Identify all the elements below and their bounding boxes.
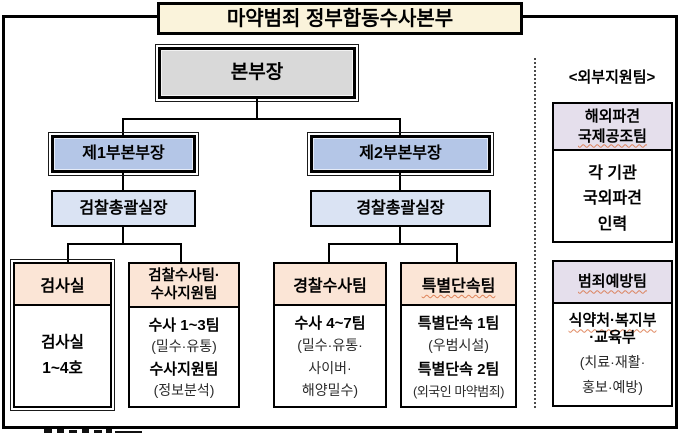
ext-body-line: 국외파견 xyxy=(583,190,642,207)
node-director2-label: 경찰총괄실장 xyxy=(356,199,445,217)
unit-police-investigation-header: 경찰수사팀 xyxy=(275,264,385,306)
ext-team-overseas-cooperation: 해외파견 국제공조팀 각 기관 국외파견 인력 xyxy=(552,102,673,243)
unit-body-line: (밀수·유통) xyxy=(151,338,217,355)
unit-body-line: 특별단속 2팀 xyxy=(417,360,500,378)
ext-team-overseas-cooperation-body: 각 기관 국외파견 인력 xyxy=(554,151,671,241)
unit-body-line: 수사 4~7팀 xyxy=(294,315,366,333)
connector-director2-down xyxy=(399,227,401,243)
ext-team-crime-prevention-header: 범죄예방팀 xyxy=(554,262,671,304)
unit-prosecution-investigation-header: 검찰수사팀· 수사지원팀 xyxy=(130,264,238,308)
ext-body-line: 식약처·복지부 xyxy=(568,312,657,330)
unit-prosecutor-office-body: 검사실 1~4호 xyxy=(15,306,110,406)
ext-team-crime-prevention-body: 식약처·복지부 ·교육부 (치료·재활· 홍보·예방) xyxy=(554,304,671,405)
dotted-separator xyxy=(534,58,536,408)
node-deputy2-label: 제2부본부장 xyxy=(359,145,442,163)
unit-special-crackdown: 특별단속팀 특별단속 1팀 (우범시설) 특별단속 2팀 (외국인 마약범죄) xyxy=(400,262,517,408)
unit-header-label: 수사지원팀 xyxy=(150,286,218,302)
node-director2: 경찰총괄실장 xyxy=(310,190,491,227)
unit-body-line: 수사지원팀 xyxy=(149,360,219,378)
node-deputy1-label: 제1부본부장 xyxy=(82,145,165,163)
ext-body-line: 홍보·예방) xyxy=(582,378,643,395)
ext-team-crime-prevention: 범죄예방팀 식약처·복지부 ·교육부 (치료·재활· 홍보·예방) xyxy=(552,260,673,407)
external-support-label: <외부지원팀> xyxy=(568,69,656,86)
connector-to-unit3 xyxy=(456,245,458,262)
unit-body-line: 수사 1~3팀 xyxy=(148,316,220,334)
connector-to-unit2 xyxy=(328,245,330,262)
unit-body-line: (밀수·유통· xyxy=(297,337,363,354)
connector-deputy1-director1 xyxy=(122,173,124,190)
node-deputy1: 제1부본부장 xyxy=(48,132,199,176)
unit-special-crackdown-body: 특별단속 1팀 (우범시설) 특별단속 2팀 (외국인 마약범죄) xyxy=(402,306,515,406)
unit-police-investigation: 경찰수사팀 수사 4~7팀 (밀수·유통· 사이버· 해양밀수) xyxy=(273,262,387,408)
unit-special-crackdown-header: 특별단속팀 xyxy=(402,264,515,306)
connector-top-horizontal xyxy=(122,118,401,120)
connector-to-deputy1 xyxy=(122,118,124,135)
unit-body-line: 1~4호 xyxy=(42,360,83,377)
connector-head-down xyxy=(256,99,258,118)
ext-header-label: 범죄예방팀 xyxy=(577,273,647,291)
connector-to-unit1 xyxy=(180,245,182,262)
node-director1: 검찰총괄실장 xyxy=(51,190,196,227)
ext-body-line: 각 기관 xyxy=(588,164,637,182)
unit-header-label: 검사실 xyxy=(40,278,85,295)
connector-deputy2-director2 xyxy=(399,173,401,190)
connector-to-unit0 xyxy=(67,245,69,262)
ext-header-label: 해외파견 xyxy=(584,108,641,125)
unit-prosecution-investigation-body: 수사 1~3팀 (밀수·유통) 수사지원팀 (정보분석) xyxy=(130,308,238,406)
connector-right-split xyxy=(328,243,458,245)
unit-prosecutor-office-header: 검사실 xyxy=(15,264,110,306)
unit-body-line: 사이버· xyxy=(308,359,352,376)
unit-body-line: (외국인 마약범죄) xyxy=(413,383,505,399)
unit-body-line: 해양밀수) xyxy=(301,381,359,398)
ext-body-line: (치료·재활· xyxy=(579,354,646,371)
unit-police-investigation-body: 수사 4~7팀 (밀수·유통· 사이버· 해양밀수) xyxy=(275,306,385,406)
node-director1-label: 검찰총괄실장 xyxy=(79,199,168,217)
node-head-label: 본부장 xyxy=(230,61,284,83)
connector-director1-down xyxy=(122,227,124,243)
unit-prosecution-investigation: 검찰수사팀· 수사지원팀 수사 1~3팀 (밀수·유통) 수사지원팀 (정보분석… xyxy=(128,262,240,408)
connector-left-split xyxy=(67,243,182,245)
chart-title: 마약범죄 정부합동수사본부 xyxy=(226,7,454,30)
unit-body-line: (우범시설) xyxy=(428,337,489,354)
connector-to-deputy2 xyxy=(399,118,401,135)
unit-header-label: 경찰수사팀 xyxy=(293,278,367,295)
ext-body-line: ·교육부 xyxy=(589,329,636,347)
ext-body-line: 인력 xyxy=(597,215,628,233)
ext-team-overseas-cooperation-header: 해외파견 국제공조팀 xyxy=(554,104,671,151)
unit-body-line: (정보분석) xyxy=(153,382,215,399)
unit-body-line: 검사실 xyxy=(41,333,84,351)
node-deputy2: 제2부본부장 xyxy=(307,132,494,176)
node-head: 본부장 xyxy=(155,44,359,102)
unit-header-label: 특별단속팀 xyxy=(421,278,496,295)
unit-body-line: 특별단속 1팀 xyxy=(417,315,500,333)
chart-title-box: 마약범죄 정부합동수사본부 xyxy=(157,2,523,35)
unit-header-label: 검찰수사팀· xyxy=(148,267,220,284)
unit-prosecutor-office: 검사실 검사실 1~4호 xyxy=(10,259,115,411)
ext-header-label: 국제공조팀 xyxy=(577,127,647,145)
